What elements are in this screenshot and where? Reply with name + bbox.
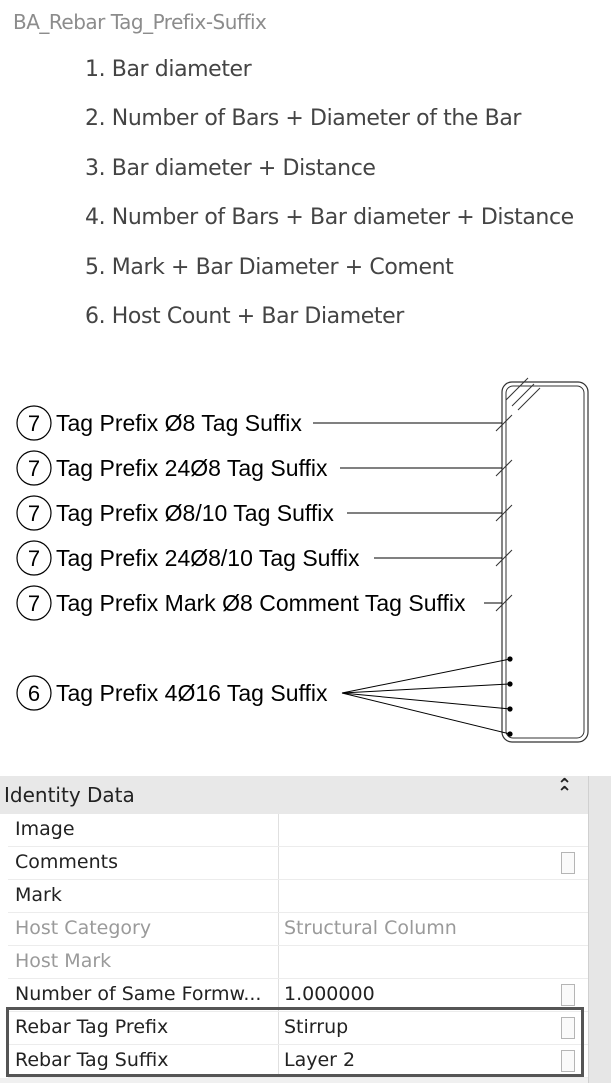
tag-bubble-number: 6: [28, 681, 40, 706]
column-divider: [278, 847, 279, 880]
column-divider: [278, 880, 279, 913]
tag-bubble: [16, 450, 52, 486]
rebar-tag[interactable]: 7 Tag Prefix 24Ø8 Tag Suffix: [16, 450, 513, 486]
tag-bubble-number: 7: [28, 501, 40, 526]
row-divider: [8, 1077, 588, 1078]
rebar-tag[interactable]: 7 Tag Prefix Ø8 Tag Suffix: [16, 405, 513, 441]
tag-bubble-number: 7: [28, 456, 40, 481]
row-divider: [8, 912, 588, 913]
property-label: Number of Same Formw...: [15, 983, 262, 1005]
row-divider: [8, 1044, 588, 1045]
tag-text: Tag Prefix 24Ø8 Tag Suffix: [56, 455, 328, 481]
property-value[interactable]: 1.000000: [284, 983, 375, 1005]
property-label: Rebar Tag Prefix: [15, 1016, 169, 1038]
property-value[interactable]: Stirrup: [284, 1016, 349, 1038]
option-item: 4. Number of Bars + Bar diameter + Dista…: [85, 205, 574, 231]
property-value[interactable]: Layer 2: [284, 1049, 356, 1071]
group-label: Identity Data: [4, 783, 135, 807]
tag-bubble: [16, 495, 52, 531]
leader-line: [341, 658, 511, 694]
properties-panel: Identity Data ⌃⌃ Image Comments Mark Hos…: [0, 776, 611, 1083]
associate-parameter-button[interactable]: [561, 852, 575, 874]
column-divider: [278, 814, 279, 847]
property-label: Image: [15, 818, 75, 840]
associate-parameter-button[interactable]: [561, 1017, 575, 1039]
row-divider: [8, 879, 588, 880]
option-item: 3. Bar diameter + Distance: [85, 155, 376, 181]
property-row[interactable]: Image: [0, 814, 588, 847]
rebar-dot: [507, 656, 513, 662]
option-item: 2. Number of Bars + Diameter of the Bar: [85, 106, 522, 132]
property-row[interactable]: Rebar Tag Suffix Layer 2: [0, 1045, 588, 1078]
tag-bubble: [16, 675, 52, 711]
property-row[interactable]: Rebar Tag Prefix Stirrup: [0, 1012, 588, 1045]
tag-options-list: 1. Bar diameter 2. Number of Bars + Diam…: [85, 52, 574, 348]
property-row: Host Category Structural Column: [0, 913, 588, 946]
rebar-dot: [507, 681, 513, 687]
column-outline: [501, 381, 589, 743]
property-row[interactable]: Mark: [0, 880, 588, 913]
rebar-tag[interactable]: 7 Tag Prefix Mark Ø8 Comment Tag Suffix: [16, 585, 513, 621]
column-divider: [278, 913, 279, 946]
rebar-tag-diagram: 7 Tag Prefix Ø8 Tag Suffix 7 Tag Prefix …: [16, 377, 589, 743]
property-value: Structural Column: [284, 917, 457, 939]
tag-bubble: [16, 405, 52, 441]
stirrup-hook: [517, 387, 541, 411]
tag-text: Tag Prefix 4Ø16 Tag Suffix: [56, 680, 328, 706]
property-row[interactable]: Comments: [0, 847, 588, 880]
property-row[interactable]: Number of Same Formw... 1.000000: [0, 979, 588, 1012]
option-item: 1. Bar diameter: [85, 57, 252, 82]
column-divider: [278, 1012, 279, 1045]
tag-bubble: [16, 585, 52, 621]
row-divider: [8, 846, 588, 847]
tag-text: Tag Prefix Ø8 Tag Suffix: [56, 410, 302, 436]
leader-tick: [495, 414, 513, 432]
row-divider: [8, 978, 588, 979]
leader-line: [341, 683, 511, 694]
tag-bubble-number: 7: [28, 546, 40, 571]
property-label: Host Category: [15, 917, 152, 939]
rebar-tag[interactable]: 7 Tag Prefix Ø8/10 Tag Suffix: [16, 495, 513, 531]
leader-line: [341, 692, 511, 735]
tag-bubble-number: 7: [28, 591, 40, 616]
identity-data-group-header[interactable]: Identity Data ⌃⌃: [0, 776, 588, 814]
column-divider: [278, 1045, 279, 1078]
stirrup-hook: [511, 383, 535, 407]
associate-parameter-button[interactable]: [561, 1050, 575, 1072]
option-item: 5. Mark + Bar Diameter + Coment: [85, 254, 454, 280]
tag-text: Tag Prefix Ø8/10 Tag Suffix: [56, 500, 334, 526]
property-label: Comments: [15, 851, 118, 873]
tag-bubble: [16, 540, 52, 576]
leader-line: [341, 692, 511, 710]
leader-tick: [495, 594, 513, 612]
property-row: Host Mark: [0, 946, 588, 979]
row-divider: [8, 945, 588, 946]
leader-tick: [495, 459, 513, 477]
leader-tick: [495, 549, 513, 567]
properties-rows: Image Comments Mark Host Category Struct…: [0, 814, 588, 1078]
tag-text: Tag Prefix Mark Ø8 Comment Tag Suffix: [56, 590, 466, 616]
property-label: Mark: [15, 884, 62, 906]
stirrup-hook: [505, 377, 529, 401]
option-item: 6. Host Count + Bar Diameter: [85, 303, 404, 329]
rebar-dot: [507, 731, 513, 737]
stirrup-outline: [505, 385, 585, 739]
property-label: Host Mark: [15, 950, 112, 972]
rebar-tag[interactable]: 7 Tag Prefix 24Ø8/10 Tag Suffix: [16, 540, 513, 576]
tag-text: Tag Prefix 24Ø8/10 Tag Suffix: [56, 545, 360, 571]
vertical-scrollbar[interactable]: [588, 776, 611, 1083]
double-chevron-up-icon[interactable]: ⌃⌃: [557, 775, 573, 804]
leader-tick: [495, 504, 513, 522]
row-divider: [8, 1011, 588, 1012]
rebar-tag[interactable]: 6 Tag Prefix 4Ø16 Tag Suffix: [16, 656, 513, 737]
associate-parameter-button[interactable]: [561, 984, 575, 1006]
column-divider: [278, 946, 279, 979]
column-divider: [278, 979, 279, 1012]
family-title: BA_Rebar Tag_Prefix-Suffix: [13, 10, 267, 34]
rebar-dot: [507, 706, 513, 712]
property-label: Rebar Tag Suffix: [15, 1049, 169, 1071]
tag-bubble-number: 7: [28, 411, 40, 436]
